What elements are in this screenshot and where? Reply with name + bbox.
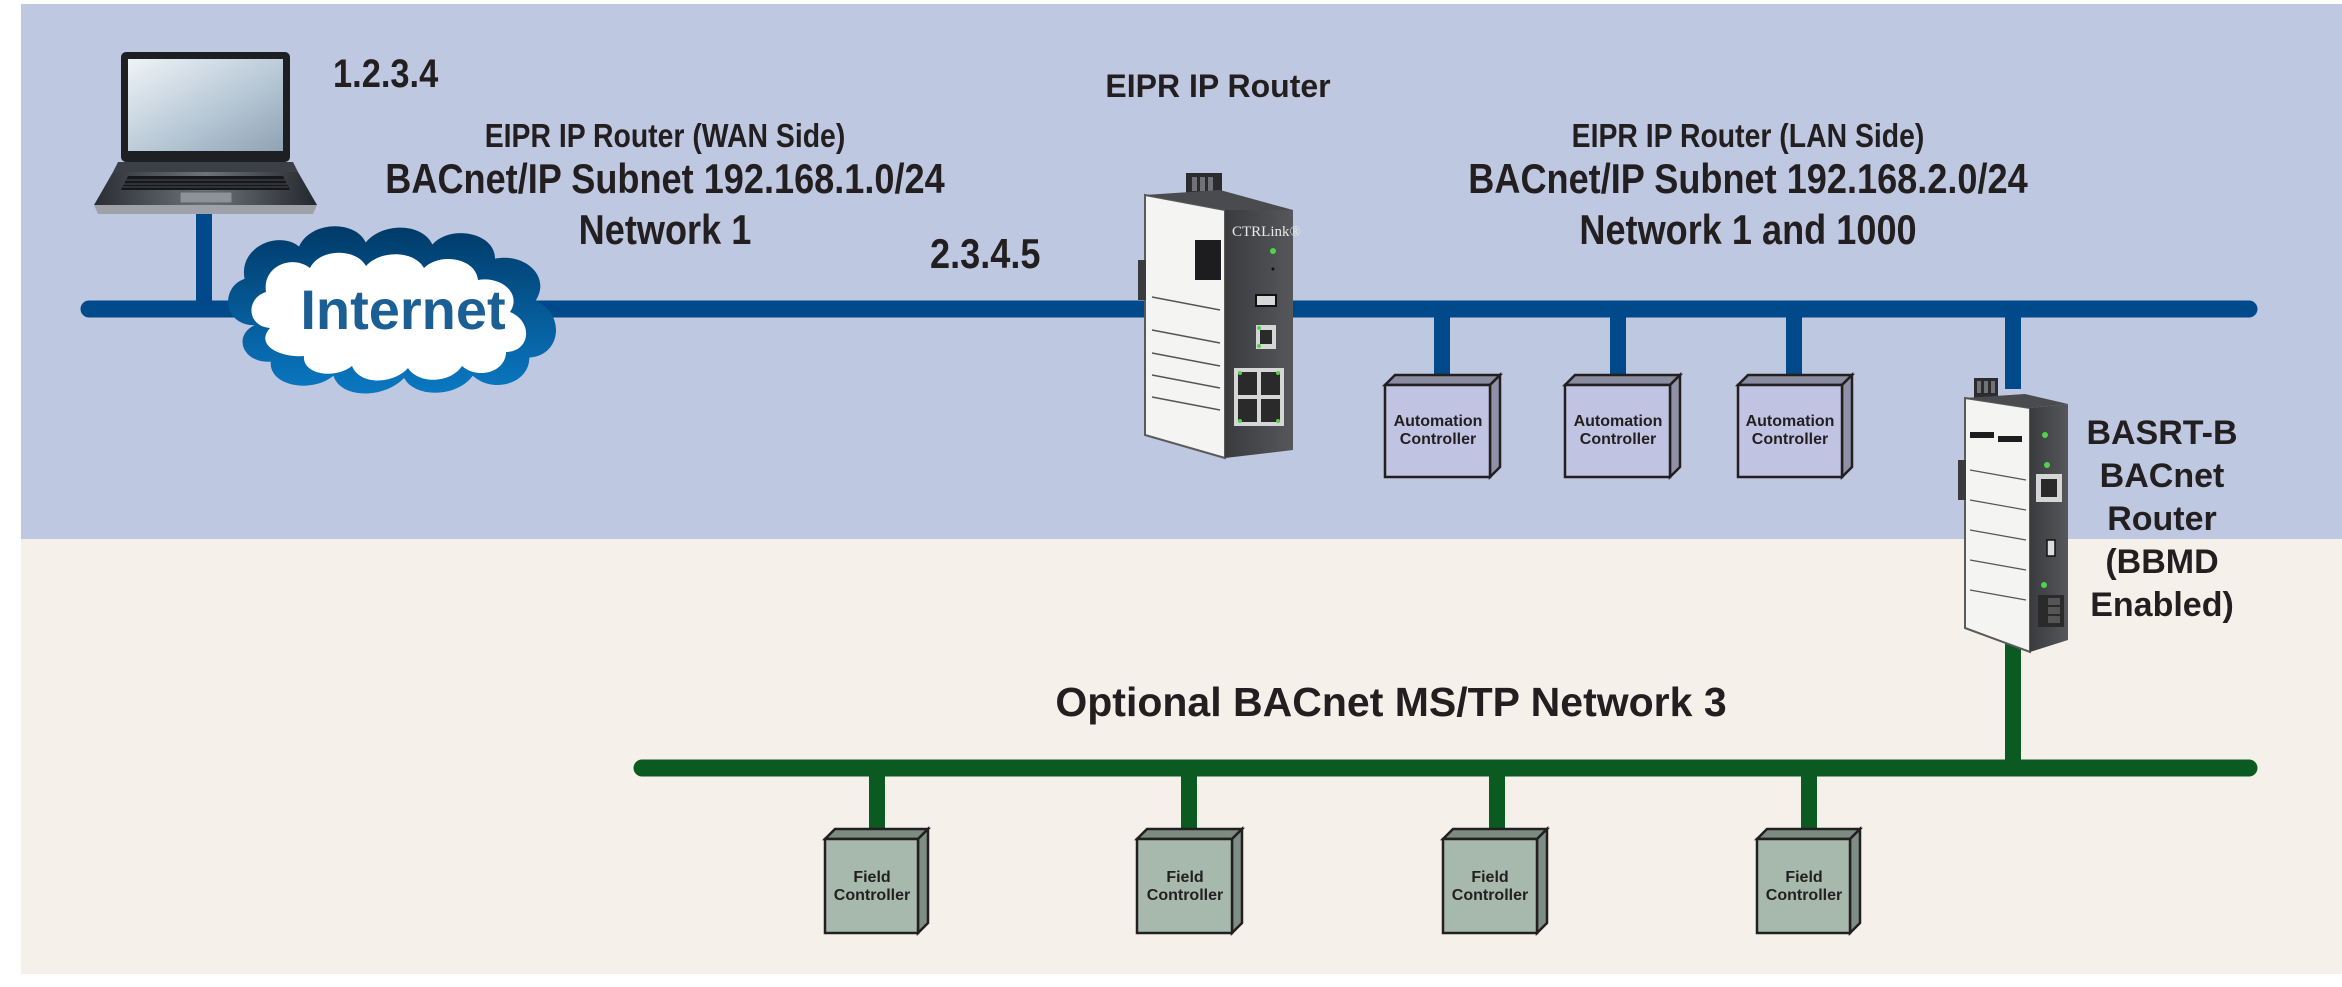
- ac1-line1: Automation: [1393, 413, 1483, 430]
- fc2-drop: [1181, 768, 1197, 830]
- basrt-mstp-drop: [2005, 630, 2021, 770]
- internet-cloud-icon: [228, 226, 557, 394]
- ac1-drop: [1434, 309, 1450, 375]
- automation-controller-2-label: Automation Controller: [1574, 413, 1663, 449]
- basrt-ip-drop: [2005, 309, 2021, 389]
- automation-controller-3-label: Automation Controller: [1746, 413, 1835, 449]
- eipr-router-device: CTRLink®: [1138, 173, 1301, 460]
- lan-subnet-text: BACnet/IP Subnet 192.168.2.0/24: [1468, 155, 2028, 202]
- laptop-drop: [196, 214, 212, 310]
- fc1-line1: Field: [853, 869, 891, 886]
- automation-controller-1-label: Automation Controller: [1394, 413, 1483, 449]
- ac1-line2: Controller: [1399, 431, 1477, 448]
- field-controller-3-label: Field Controller: [1452, 869, 1528, 905]
- field-controller-1-label: Field Controller: [834, 869, 910, 905]
- basrt-line-3: Router: [2107, 500, 2217, 538]
- fc3-line1: Field: [1471, 869, 1509, 886]
- basrt-b-label: BASRT-B BACnet Router (BBMD Enabled): [2086, 412, 2237, 627]
- automation-controller-3[interactable]: [1734, 371, 1856, 481]
- internet-label: Internet: [300, 278, 506, 341]
- lan-network-label: Network 1 and 1000: [1552, 209, 1944, 251]
- automation-controller-1[interactable]: [1381, 371, 1504, 481]
- mstp-bus: [633, 630, 2258, 830]
- field-controller-2[interactable]: [1133, 825, 1246, 937]
- ac2-line1: Automation: [1573, 413, 1663, 430]
- mstp-network-title: Optional BACnet MS/TP Network 3: [1055, 679, 1727, 725]
- wan-network-text: Network 1: [578, 206, 752, 253]
- automation-controller-2[interactable]: [1561, 371, 1684, 481]
- ac2-line2: Controller: [1579, 431, 1657, 448]
- eipr-router-title: EIPR IP Router: [1105, 68, 1331, 104]
- field-controller-3[interactable]: [1439, 825, 1551, 937]
- wan-side-label: EIPR IP Router (WAN Side): [455, 119, 874, 152]
- wan-side-label-text: EIPR IP Router (WAN Side): [484, 117, 846, 154]
- laptop-icon: [94, 52, 317, 214]
- field-controller-4-label: Field Controller: [1766, 869, 1842, 905]
- ac3-line2: Controller: [1751, 431, 1829, 448]
- basrt-b-router-device: [1958, 378, 2068, 654]
- fc3-drop: [1489, 768, 1505, 830]
- lan-subnet-label: BACnet/IP Subnet 192.168.2.0/24: [1423, 158, 2074, 200]
- ac3-drop: [1786, 309, 1802, 375]
- wan-subnet-text: BACnet/IP Subnet 192.168.1.0/24: [385, 155, 945, 202]
- fc3-line2: Controller: [1451, 887, 1529, 904]
- lan-side-label: EIPR IP Router (LAN Side): [1543, 119, 1953, 152]
- fc4-drop: [1801, 768, 1817, 830]
- ac3-line1: Automation: [1745, 413, 1835, 430]
- wan-network-label: Network 1: [565, 209, 766, 251]
- fc2-line1: Field: [1166, 869, 1204, 886]
- fc4-line1: Field: [1785, 869, 1823, 886]
- router-public-ip: 2.3.4.5: [930, 233, 1058, 275]
- lan-network-text: Network 1 and 1000: [1579, 206, 1917, 253]
- basrt-line-5: Enabled): [2090, 586, 2234, 624]
- svg-text:CTRLink®: CTRLink®: [1232, 224, 1301, 240]
- field-controller-1[interactable]: [821, 825, 932, 937]
- field-controller-4[interactable]: [1753, 825, 1864, 937]
- fc1-line2: Controller: [833, 887, 911, 904]
- ac2-drop: [1610, 309, 1626, 375]
- basrt-line-2: BACnet: [2099, 457, 2225, 495]
- basrt-line-4: (BBMD: [2105, 543, 2219, 581]
- wan-public-ip: 1.2.3.4: [333, 54, 455, 94]
- basrt-line-1: BASRT-B: [2086, 414, 2238, 452]
- fc1-drop: [869, 768, 885, 830]
- field-controller-2-label: Field Controller: [1147, 869, 1223, 905]
- lan-side-label-text: EIPR IP Router (LAN Side): [1571, 117, 1925, 154]
- wan-subnet-label: BACnet/IP Subnet 192.168.1.0/24: [340, 158, 991, 200]
- fc2-line2: Controller: [1146, 887, 1224, 904]
- fc4-line2: Controller: [1765, 887, 1843, 904]
- router-public-ip-text: 2.3.4.5: [930, 230, 1041, 277]
- wan-public-ip-text: 1.2.3.4: [333, 52, 439, 96]
